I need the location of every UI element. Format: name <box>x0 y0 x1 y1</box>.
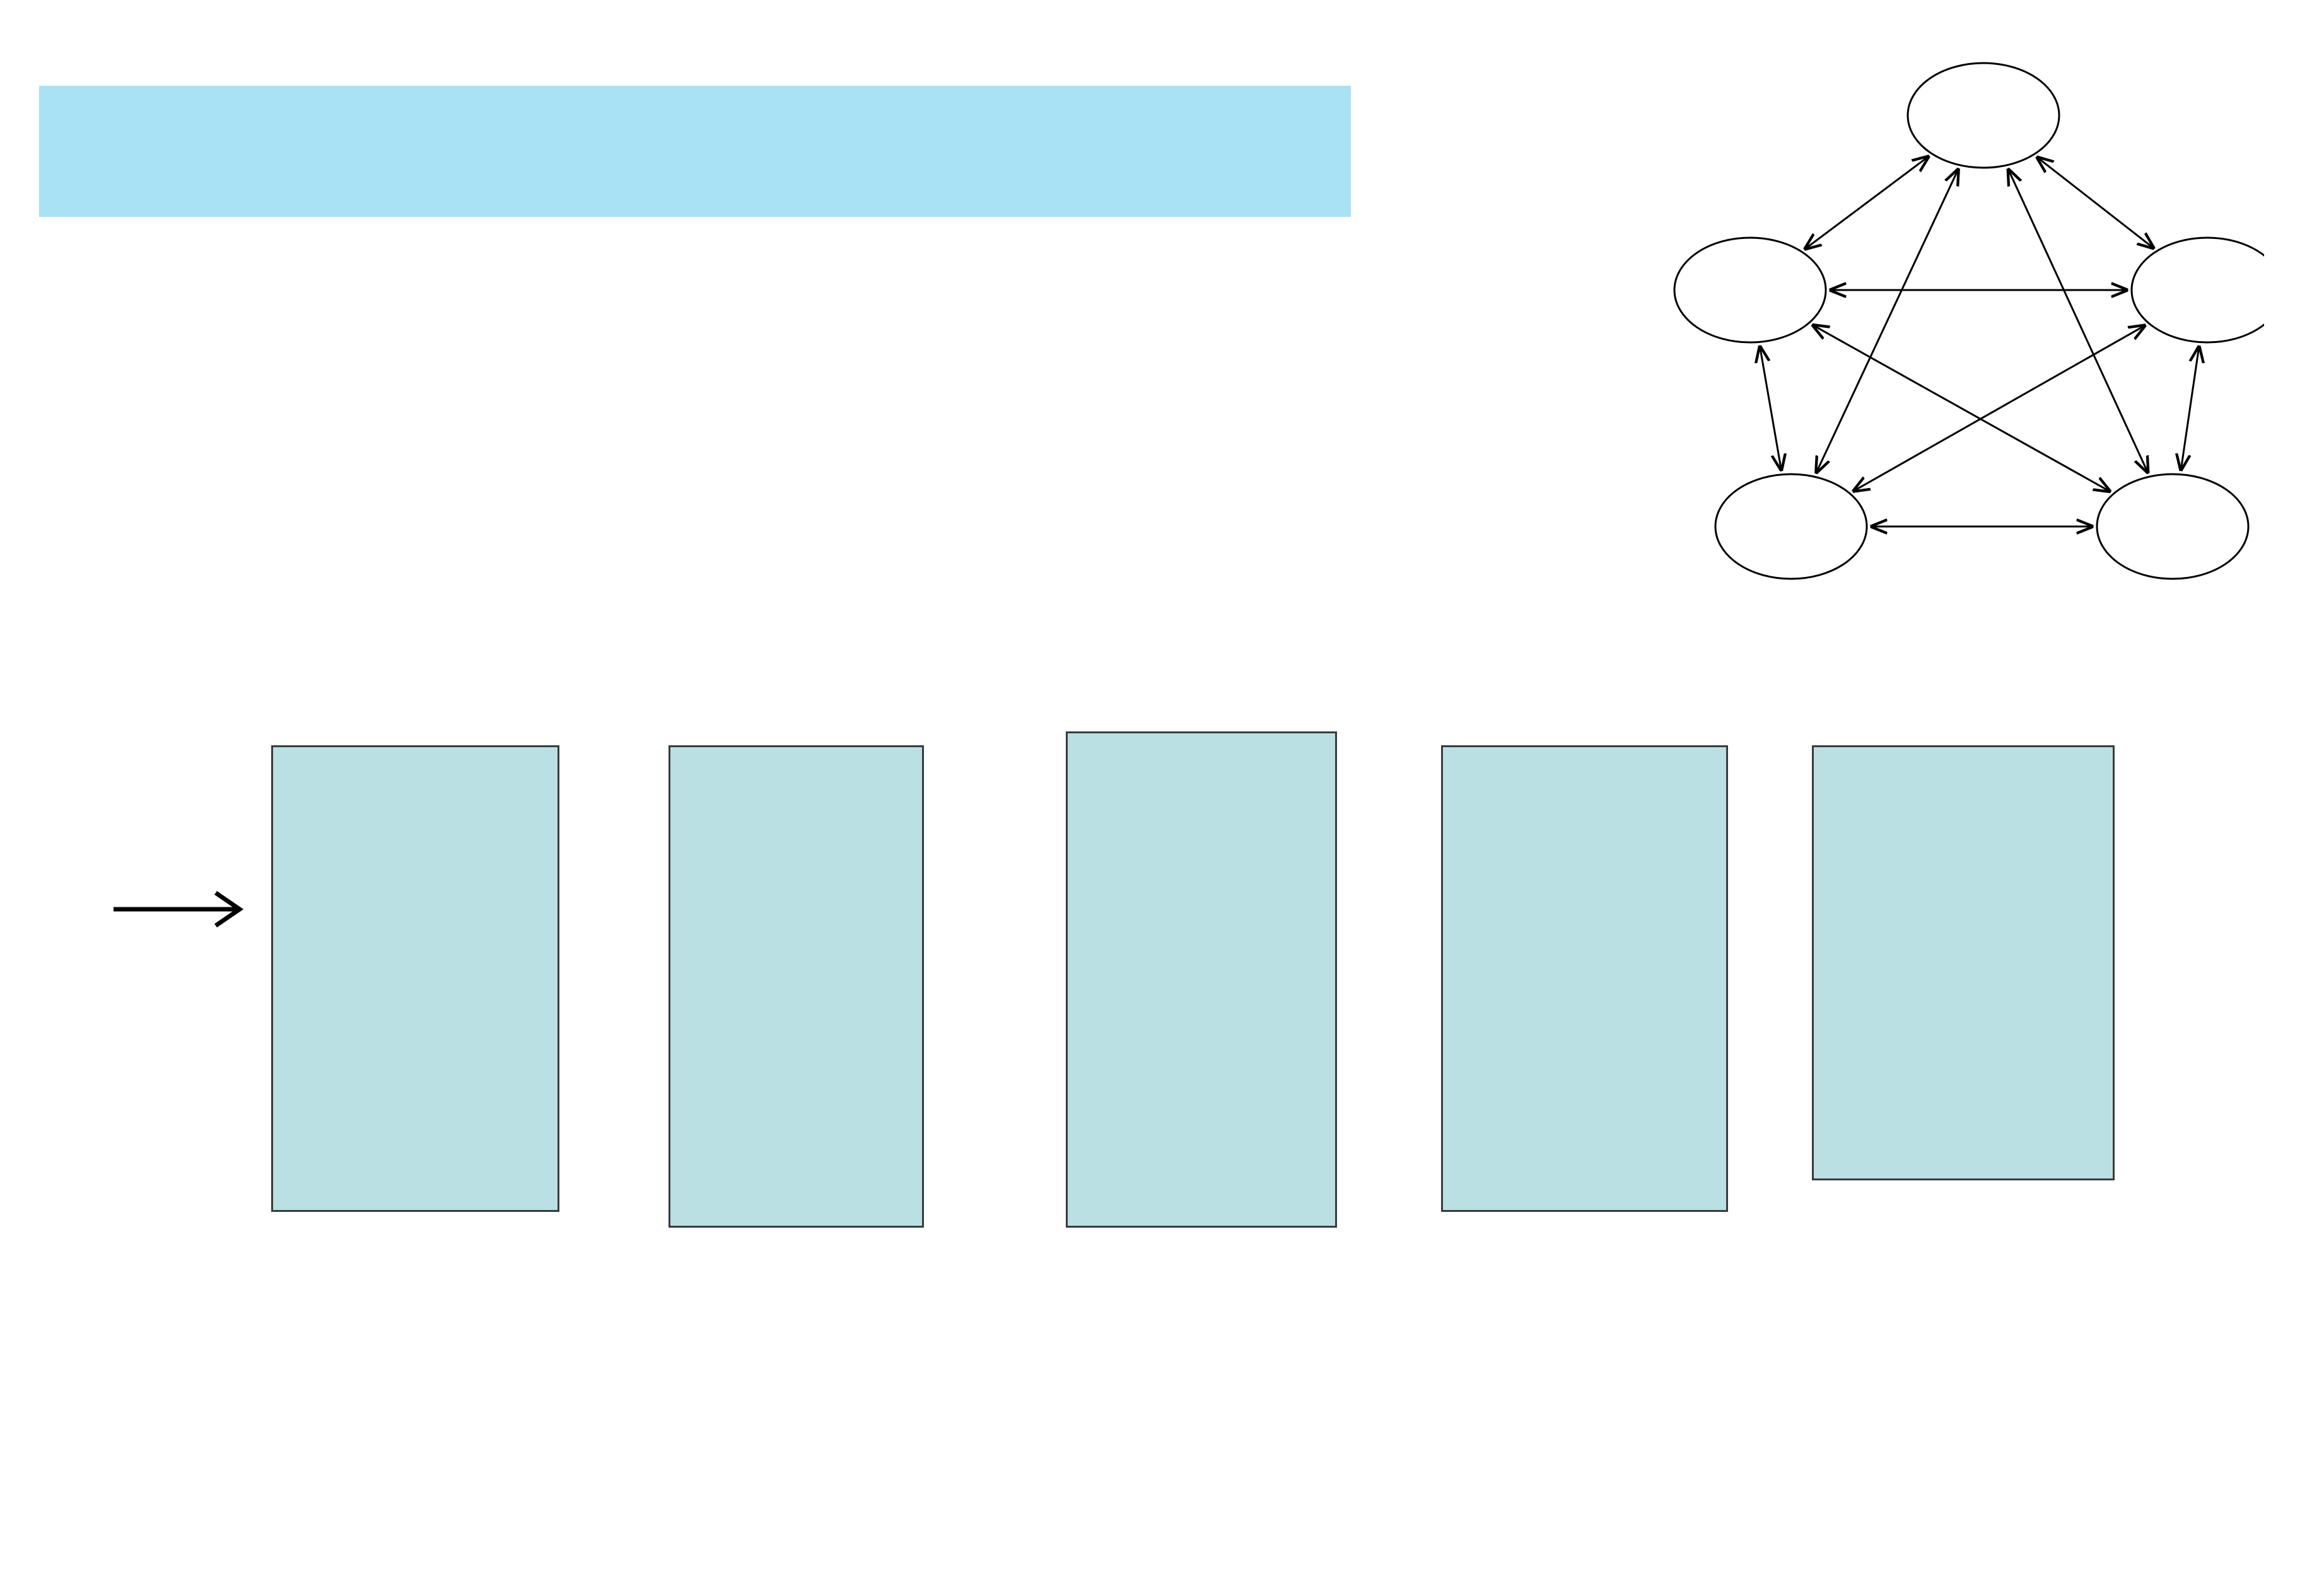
diagram-edge-6 <box>1760 347 1782 469</box>
diagram-edge-4 <box>2009 170 2148 472</box>
column-box-1 <box>271 745 559 1212</box>
diagram-edge-1 <box>1806 157 1928 248</box>
diagram-edges <box>1760 157 2199 526</box>
diagram-node-3 <box>2130 236 2264 344</box>
column-box-2 <box>669 745 924 1228</box>
diagram-edge-8 <box>1854 326 2145 491</box>
diagram-nodes <box>1673 62 2264 580</box>
diagram-edge-2 <box>2038 158 2153 248</box>
column-box-4 <box>1441 745 1728 1212</box>
diagram-edge-9 <box>2181 347 2198 469</box>
diagram-node-1 <box>1906 62 2060 169</box>
diagram-node-2 <box>1673 236 1827 344</box>
right-arrow-icon <box>114 891 244 928</box>
diagram-node-5 <box>2096 473 2250 580</box>
diagram-node-4 <box>1714 473 1868 580</box>
column-box-5 <box>1812 745 2115 1180</box>
diagram-edge-3 <box>1816 170 1958 472</box>
title-banner <box>39 86 1351 217</box>
diagram-edge-7 <box>1813 325 2109 491</box>
column-box-3 <box>1066 731 1337 1228</box>
relationship-diagram <box>1673 62 2264 580</box>
